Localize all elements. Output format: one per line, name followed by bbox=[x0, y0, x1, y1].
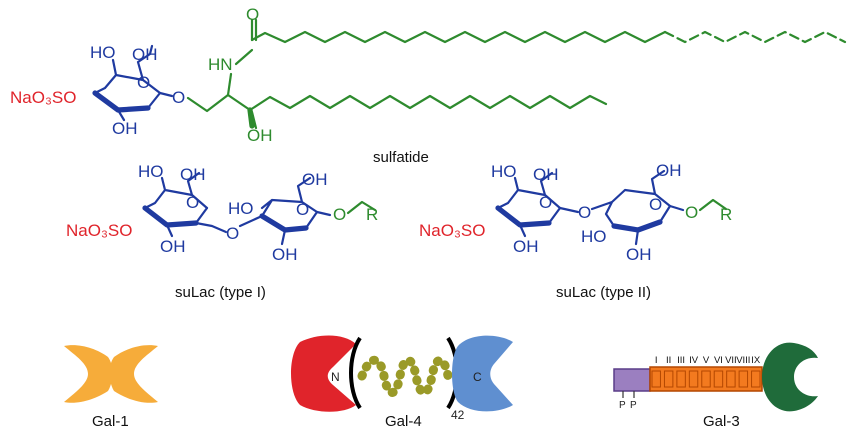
gal4-left-bracket bbox=[349, 336, 362, 410]
sulac2-link-o-label: O bbox=[578, 203, 591, 222]
sulfatide-sphingosine-oh-label: OH bbox=[247, 126, 273, 145]
gal3-repeat-block bbox=[663, 370, 674, 388]
gal3-repeat-numeral: VI bbox=[714, 355, 723, 366]
sulfatide-caption: sulfatide bbox=[373, 149, 429, 166]
sulac1-oh2-label: OH bbox=[302, 170, 328, 189]
sulac1-ho-label: HO bbox=[138, 162, 164, 181]
gal1-right-crd bbox=[109, 345, 158, 403]
sulac2-oh-b1-label: OH bbox=[513, 237, 539, 256]
gal3-repeat-numeral: III bbox=[677, 355, 685, 366]
gal3-phospho-1: P bbox=[619, 400, 626, 411]
sulac2-oh-label: OH bbox=[533, 165, 559, 184]
gal4-diagram: N 42 C Gal-4 bbox=[291, 335, 513, 430]
gal3-repeat-numeral: VIII bbox=[736, 355, 750, 366]
sulac2-ring-o2-label: O bbox=[649, 195, 662, 214]
sulfatide-structure: HO OH O OH O NaO₃SO O HN OH sulfatide bbox=[10, 5, 847, 166]
gal3-repeat-block bbox=[651, 370, 661, 388]
sulac2-ring-o-label: O bbox=[539, 193, 552, 212]
sulac1-link-o-label: O bbox=[226, 224, 239, 243]
gal3-repeat-numeral: IV bbox=[689, 355, 699, 366]
gal3-n-terminal-tail bbox=[613, 368, 651, 392]
gal3-repeat-numeral: V bbox=[703, 355, 710, 366]
gal3-repeat-block bbox=[688, 370, 699, 388]
sulac-type1-structure: HO OH O HO OH O O OH OH O R NaO₃SO suLac… bbox=[66, 162, 378, 301]
sulac2-r-label: R bbox=[720, 205, 732, 224]
sulfatide-oh-top-label: OH bbox=[132, 45, 158, 64]
sulac2-ho-b2-label: HO bbox=[581, 227, 607, 246]
sulac1-ring-o-label: O bbox=[186, 193, 199, 212]
gal3-repeat-numeral: VII bbox=[725, 355, 737, 366]
gal3-repeat-block bbox=[676, 370, 686, 388]
sulac2-sulfate-label: NaO₃SO bbox=[419, 221, 485, 240]
gal4-c-label: C bbox=[473, 370, 482, 384]
gal1-label: Gal-1 bbox=[92, 413, 129, 430]
sulac2-ho-label: HO bbox=[491, 162, 517, 181]
gal3-repeat-numeral: II bbox=[666, 355, 671, 366]
gal3-repeat-block bbox=[701, 370, 711, 388]
sulfatide-link-o-label: O bbox=[172, 88, 185, 107]
gal4-n-label: N bbox=[331, 370, 340, 384]
sulfatide-sulfate-label: NaO₃SO bbox=[10, 88, 76, 107]
sulac1-sulfate-label: NaO₃SO bbox=[66, 221, 132, 240]
gal3-repeat-block bbox=[751, 370, 761, 388]
sulfatide-nh-label: HN bbox=[208, 55, 233, 74]
sulac1-oh-b1-label: OH bbox=[160, 237, 186, 256]
gal3-phospho-2: P bbox=[630, 400, 637, 411]
sulac1-oh-label: OH bbox=[180, 165, 206, 184]
sulac1-ring-o2-label: O bbox=[296, 200, 309, 219]
sulac1-or-o-label: O bbox=[333, 205, 346, 224]
sulac2-or-o-label: O bbox=[685, 203, 698, 222]
gal4-linker-peptide bbox=[357, 355, 453, 397]
sulfatide-ho-label: HO bbox=[90, 43, 116, 62]
sulac2-oh-b3-label: OH bbox=[626, 245, 652, 264]
sulfatide-galactose-ring bbox=[92, 44, 174, 122]
gal3-label: Gal-3 bbox=[703, 413, 740, 430]
gal1-diagram: Gal-1 bbox=[64, 345, 158, 430]
sulfatide-carbonyl-o-label: O bbox=[246, 5, 259, 24]
gal4-n-crd bbox=[291, 335, 356, 412]
sulac2-caption: suLac (type II) bbox=[556, 284, 651, 301]
gal3-repeat-block bbox=[738, 370, 749, 388]
gal3-crd bbox=[762, 342, 818, 412]
gal4-label: Gal-4 bbox=[385, 413, 422, 430]
gal3-repeat-block bbox=[713, 370, 724, 388]
gal3-repeat-block bbox=[726, 370, 736, 388]
sulac1-ho2-label: HO bbox=[228, 199, 254, 218]
sulac1-oh-b2-label: OH bbox=[272, 245, 298, 264]
gal3-repeat-numeral: I bbox=[655, 355, 658, 366]
gal4-repeat-count: 42 bbox=[451, 408, 465, 422]
gal4-c-crd bbox=[452, 335, 513, 412]
sulfatide-oh-bottom-label: OH bbox=[112, 119, 138, 138]
sulac1-r-label: R bbox=[366, 205, 378, 224]
sulac2-oh2-label: OH bbox=[656, 161, 682, 180]
gal3-repeat-numeral: IX bbox=[751, 355, 761, 366]
sulac1-caption: suLac (type I) bbox=[175, 284, 266, 301]
sulfatide-ring-o-label: O bbox=[137, 73, 150, 92]
gal1-left-crd bbox=[64, 345, 113, 403]
sulac-type2-structure: HO OH O OH O O OH HO OH O R NaO₃SO suLac… bbox=[419, 161, 732, 301]
sulfatide-ceramide bbox=[186, 18, 847, 130]
